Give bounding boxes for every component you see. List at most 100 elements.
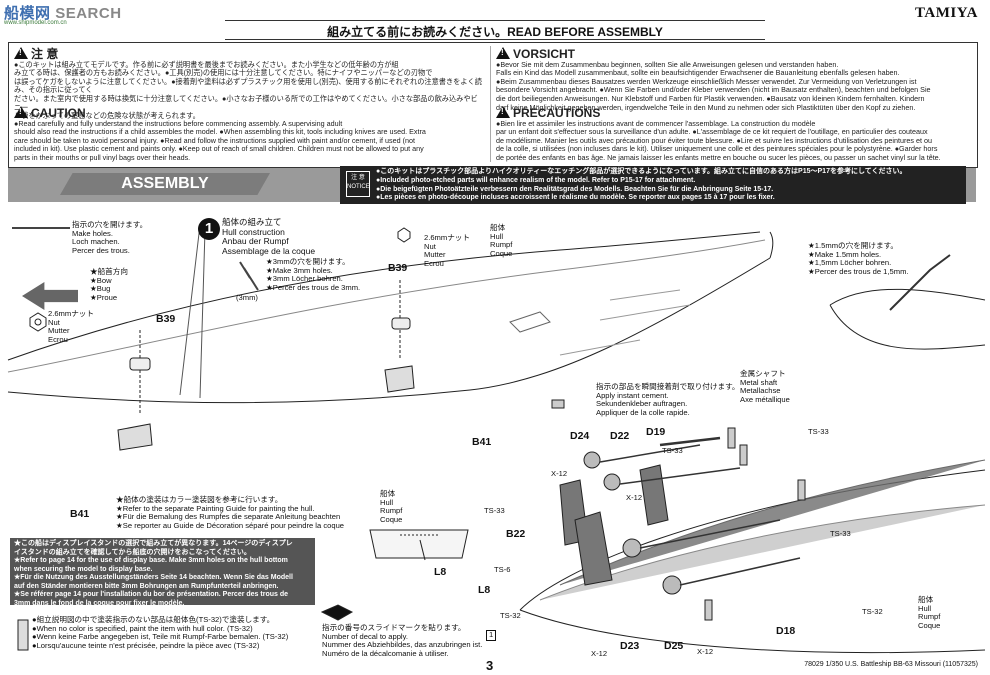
warning-line: み立てる時は、保護者の方もお読みください。●工具(別売)の使用には十分注意してく… — [14, 68, 433, 78]
label-line: ★船体の塗装はカラー塗装図を参考に行います。 — [116, 495, 283, 504]
nut-icon-right — [397, 227, 411, 243]
metal-shaft-note: 金属シャフト Metal shaft Metallachse Axe métal… — [740, 369, 790, 404]
label-line: Rumpf — [380, 506, 403, 516]
label-line: ●組立説明図の中で塗装指示のない部品は船体色(TS-32)で塗装します。 — [32, 615, 275, 624]
part-label: B39 — [388, 262, 408, 274]
paint-bottle-icon — [727, 427, 736, 449]
hull-inner-line — [7, 239, 766, 373]
warning-line: ●Read carefully and fully understand the… — [14, 118, 343, 128]
nut-note-left: 2.6mmナット Nut Mutter Ecrou — [48, 309, 94, 344]
warning-line: ●Bevor Sie mit dem Zusammenbau beginnen,… — [496, 59, 839, 69]
warning-caution: CAUTION ●Read carefully and fully unders… — [14, 106, 484, 163]
page-title: 組み立てる前にお読みください。READ BEFORE ASSEMBLY — [327, 25, 663, 39]
label-line: 2.6mmナット — [48, 309, 94, 318]
label-line: Appliquer de la colle rapide. — [596, 407, 690, 417]
paint-code: X-12 — [591, 649, 608, 658]
label-line: ★Bug — [90, 284, 111, 294]
brand-logo: TAMIYA — [914, 5, 978, 21]
paint-jar-icon — [17, 619, 29, 651]
notice-line: ●Die beigefügten Photoätzteile verbesser… — [376, 185, 774, 193]
nut-hole — [34, 318, 42, 326]
stern-deck-outline — [829, 288, 986, 350]
display-base-note: ★この船はディスプレイスタンドの選択で組み立てが異なります。14ページのディスプ… — [14, 540, 314, 608]
warning-vorsicht: VORSICHT ●Bevor Sie mit dem Zusammenbau … — [496, 47, 972, 112]
part-label: L8 — [434, 566, 447, 578]
label-line: Sekundenkleber auftragen. — [596, 399, 688, 409]
label-line: Coque — [380, 514, 403, 524]
label-line: Hull — [918, 603, 932, 613]
label-line: Numéro de la décalcomanie à utiliser. — [322, 648, 449, 658]
label-line: ★Bow — [90, 275, 112, 285]
warning-chuui: 注 意 ●このキットは組み立てモデルです。作る前に必ず説明書を最後までお読みくだ… — [14, 47, 484, 121]
warning-line: de la colle, si utilisées (non incluses … — [496, 144, 938, 154]
label-line: ●Wenn keine Farbe angegeben ist, Teile m… — [32, 632, 289, 642]
skeg — [639, 464, 669, 526]
label-line: Number of decal to apply. — [322, 631, 408, 641]
label-line: 2.6mmナット — [424, 233, 470, 242]
propeller — [603, 473, 621, 491]
paint-code: X-12 — [551, 469, 568, 478]
label-line: Metal shaft — [740, 377, 778, 387]
warning-line: ●Beim Zusammenbau dieses Bausatzes werde… — [496, 76, 917, 86]
part-label: D25 — [664, 640, 684, 652]
warnings-divider — [490, 46, 491, 162]
label-line: Rumpf — [918, 612, 941, 622]
note-line: ★Für die Nutzung des Ausstellungständers… — [14, 574, 293, 581]
step-title-line: Assemblage de la coque — [222, 245, 316, 256]
label-line: ★Percer des trous de 3mm. — [266, 282, 361, 292]
hull-frame-line — [179, 223, 206, 399]
paint-code: TS-33 — [808, 427, 829, 436]
watermark-logo: 船模网 SEARCH — [4, 2, 122, 23]
color-note: ●組立説明図の中で塗装指示のない部品は船体色(TS-32)で塗装します。 ●Wh… — [32, 615, 289, 650]
label-line: 船体 — [380, 489, 396, 498]
size-3mm-label: (3mm) — [236, 293, 258, 302]
notice-badge-en: NOTICE — [347, 184, 370, 190]
note-line: ★この船はディスプレイスタンドの選択で組み立てが異なります。14ページのディスプ… — [14, 540, 293, 547]
part-label: L8 — [478, 584, 491, 596]
label-line: Coque — [490, 248, 513, 258]
part-label: B41 — [472, 436, 492, 448]
part-label: D22 — [610, 430, 630, 442]
holes-1-5mm-note: ★1.5mmの穴を開けます。 ★Make 1.5mm holes. ★1,5mm… — [808, 241, 909, 276]
footer-caption: 78029 1/350 U.S. Battleship BB-63 Missou… — [804, 661, 978, 668]
warning-line: parts in their mouths or pull vinyl bags… — [14, 152, 191, 162]
part-label: D19 — [646, 426, 666, 438]
label-line: Ecrou — [48, 334, 68, 344]
note-line: ★Se référer page 14 pour l'installation … — [14, 591, 289, 598]
paint-code: TS-33 — [830, 529, 851, 538]
warning-precautions: PRECAUTIONS ●Bien lire et assimiler les … — [496, 106, 972, 163]
stern-hull-shade — [539, 504, 986, 601]
label-line: 船体 — [918, 595, 934, 604]
page-number: 3 — [486, 658, 494, 673]
warning-line: care should be taken to avoid personal i… — [14, 135, 415, 145]
warning-line: ル袋をかぶっての窒息などの危険な状態が考えられます。 — [14, 111, 200, 121]
warning-triangle-icon — [14, 106, 28, 118]
warning-title: PRECAUTIONS — [513, 106, 601, 120]
label-line: ★3mmの穴を開けます。 — [266, 257, 350, 266]
label-line: 指示の穴を開けます。 — [72, 220, 148, 229]
warning-triangle-icon — [496, 106, 510, 118]
label-line: Loch machen. — [72, 237, 120, 247]
warning-title: CAUTION — [31, 106, 86, 120]
drill-icon — [239, 261, 259, 291]
hull-detail — [509, 311, 551, 333]
stern-hull-bottom — [519, 609, 986, 654]
warning-line: ●このキットは組み立てモデルです。作る前に必ず説明書を最後までお読みください。ま… — [14, 59, 399, 69]
warning-title: VORSICHT — [513, 47, 576, 61]
bracket-b41-left — [117, 423, 153, 451]
propeller-d25 — [622, 538, 642, 558]
label-line: ★船首方向 — [90, 267, 128, 276]
label-line: ★Für die Bemalung des Rumpfes die separa… — [116, 512, 341, 522]
label-line: Nut — [424, 241, 436, 251]
hull-label-bottom: 船体 Hull Rumpf Coque — [918, 595, 941, 630]
step-number: 1 — [198, 218, 220, 240]
paint-code: TS-6 — [494, 565, 511, 574]
step-title-line: 船体の組み立て — [222, 217, 282, 227]
part-label: D24 — [570, 430, 590, 442]
label-line: Hull — [490, 231, 504, 241]
warning-line: par un enfant doit s'effectuer sous la s… — [496, 127, 928, 137]
step-title: 船体の組み立て Hull construction Anbau der Rump… — [222, 217, 316, 256]
decal-number: 1 — [486, 630, 497, 641]
warning-line: は誤ってケガをしないように注意してください。●接着剤や塗料は必ずプラスチック用を… — [14, 76, 482, 95]
